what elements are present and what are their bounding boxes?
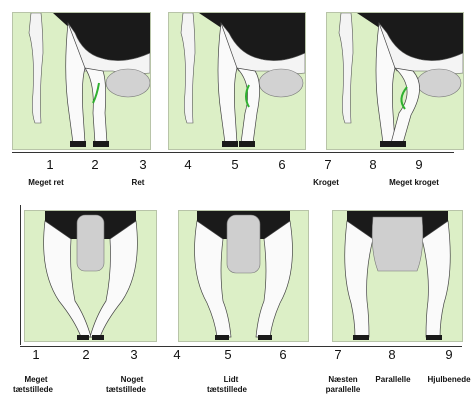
cow-legs-side-view-very-curved — [327, 13, 463, 149]
bottom-label-nearly-parallel-line2: parallelle — [326, 386, 361, 394]
top-scale-number-4: 4 — [184, 158, 191, 172]
cow-legs-rear-view-very-close — [25, 211, 156, 341]
left-edge-line — [20, 205, 21, 345]
rear-view-panel-3 — [332, 210, 463, 342]
bottom-label-very-close-line2: tætstillede — [13, 386, 53, 394]
top-scale-number-3: 3 — [139, 158, 146, 172]
bottom-scale-number-4: 4 — [173, 348, 180, 362]
bottom-scale-number-1: 1 — [32, 348, 39, 362]
bottom-scale-number-8: 8 — [388, 348, 395, 362]
top-scale-line — [12, 152, 454, 153]
top-scale-number-7: 7 — [324, 158, 331, 172]
bottom-label-slightly-close-line1: Lidt — [224, 376, 239, 384]
cow-legs-rear-view-parallel — [333, 211, 462, 341]
bottom-scale-number-5: 5 — [224, 348, 231, 362]
bottom-label-somewhat-close-line2: tætstillede — [106, 386, 146, 394]
cow-legs-side-view-intermediate — [169, 13, 305, 149]
top-scale-number-2: 2 — [91, 158, 98, 172]
bottom-label-somewhat-close-line1: Noget — [121, 376, 144, 384]
rear-view-panel-1 — [24, 210, 157, 342]
top-label-very-straight: Meget ret — [28, 179, 64, 187]
bottom-scale-number-7: 7 — [334, 348, 341, 362]
bottom-scale-number-6: 6 — [279, 348, 286, 362]
top-label-very-curved: Meget kroget — [389, 179, 439, 187]
bottom-label-nearly-parallel-line1: Næsten — [328, 376, 357, 384]
side-view-panel-2 — [168, 12, 306, 150]
bottom-label-bow-legged: Hjulbenede — [427, 376, 470, 384]
rear-view-panel-2 — [178, 210, 309, 342]
top-scale-number-5: 5 — [231, 158, 238, 172]
cow-legs-side-view-very-straight — [13, 13, 150, 149]
bottom-label-parallel: Parallelle — [375, 376, 410, 384]
bottom-scale-number-9: 9 — [445, 348, 452, 362]
bottom-scale-number-2: 2 — [82, 348, 89, 362]
bottom-label-very-close-line1: Meget — [24, 376, 47, 384]
bottom-scale-number-3: 3 — [130, 348, 137, 362]
top-scale-number-1: 1 — [46, 158, 53, 172]
top-label-straight: Ret — [132, 179, 145, 187]
cow-legs-rear-view-slightly-close — [179, 211, 308, 341]
top-scale-number-8: 8 — [369, 158, 376, 172]
top-scale-number-6: 6 — [278, 158, 285, 172]
side-view-panel-3 — [326, 12, 464, 150]
top-scale-number-9: 9 — [415, 158, 422, 172]
bottom-label-slightly-close-line2: tætstillede — [207, 386, 247, 394]
top-label-curved: Kroget — [313, 179, 339, 187]
side-view-panel-1 — [12, 12, 151, 150]
